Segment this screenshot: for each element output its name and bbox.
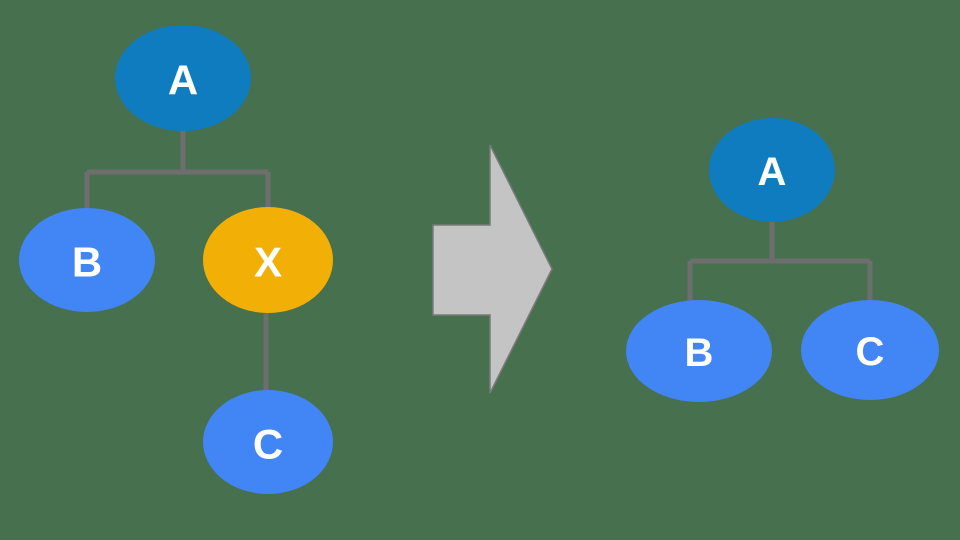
node-before-B[interactable]: B bbox=[19, 208, 155, 312]
node-before-A[interactable]: A bbox=[115, 25, 251, 131]
node-before-C-label: C bbox=[253, 421, 283, 468]
node-after-C-label: C bbox=[856, 330, 885, 374]
node-after-C[interactable]: C bbox=[801, 300, 939, 400]
node-shape bbox=[115, 25, 251, 131]
node-after-A-label: A bbox=[758, 150, 787, 194]
node-after-B[interactable]: B bbox=[626, 300, 772, 402]
node-before-B-label: B bbox=[72, 239, 102, 286]
node-after-A[interactable]: A bbox=[709, 118, 835, 222]
node-before-A-label: A bbox=[168, 57, 198, 104]
node-before-X[interactable]: X bbox=[203, 207, 333, 313]
edge-after-a-to-children bbox=[687, 220, 873, 305]
node-after-B-label: B bbox=[685, 331, 714, 375]
node-shape bbox=[203, 207, 333, 313]
node-shape bbox=[203, 390, 333, 494]
node-before-C[interactable]: C bbox=[203, 390, 333, 494]
transform-arrow-icon bbox=[432, 144, 553, 394]
node-before-X-label: X bbox=[254, 239, 282, 286]
edge-before-a-to-children bbox=[84, 128, 271, 212]
node-shape bbox=[19, 208, 155, 312]
node-shape bbox=[626, 300, 772, 402]
node-shape bbox=[709, 118, 835, 222]
node-shape bbox=[801, 300, 939, 400]
